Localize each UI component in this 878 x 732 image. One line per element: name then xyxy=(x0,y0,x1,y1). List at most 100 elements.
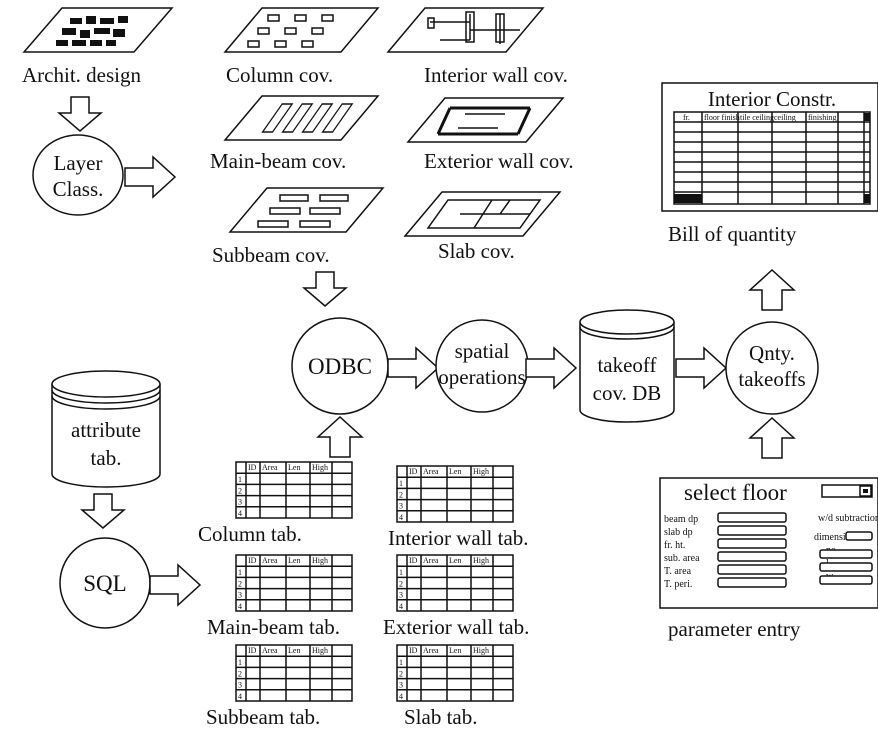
table-row-number: 1 xyxy=(238,658,242,667)
qnty-takeoffs-node: Qnty. takeoffs xyxy=(725,321,819,415)
table-header-cell: High xyxy=(473,467,489,476)
sql-node: SQL xyxy=(59,537,151,629)
table-header-cell: Len xyxy=(449,646,461,655)
spatial-line2: operations xyxy=(438,365,525,389)
floor-select-box[interactable] xyxy=(821,484,873,498)
slab-cov-label: Slab cov. xyxy=(438,239,515,263)
archit-design-label: Archit. design xyxy=(22,63,141,87)
table-row-number: 3 xyxy=(399,591,403,600)
main-beam-cov-label: Main-beam cov. xyxy=(210,149,346,173)
table-header-cell: Len xyxy=(288,556,300,565)
takeoff-db-line1: takeoff xyxy=(597,353,656,377)
param-input[interactable] xyxy=(717,551,787,562)
table-row-number: 3 xyxy=(399,502,403,511)
table-header-cell: Area xyxy=(423,467,439,476)
subbeam-tab-label: Subbeam tab. xyxy=(206,705,320,727)
exterior-wall-cov-sheet xyxy=(406,97,565,143)
table-row-number: 1 xyxy=(238,568,242,577)
arrow-tables-to-odbc xyxy=(317,416,363,458)
table-row-number: 2 xyxy=(238,669,242,678)
table-header-cell: ID xyxy=(409,646,418,655)
table-header-cell: High xyxy=(312,556,328,565)
interior-wall-cov-label: Interior wall cov. xyxy=(424,63,568,87)
arrow-archit-to-layer xyxy=(58,96,102,132)
param-input[interactable] xyxy=(717,564,787,575)
table-header-cell: ID xyxy=(248,556,257,565)
wd-param-input[interactable] xyxy=(845,531,873,541)
subbeam-cov-sheet xyxy=(228,187,385,233)
arrow-spatial-to-takeoff xyxy=(525,347,577,389)
bill-header-fr: fr. xyxy=(683,113,690,122)
sql-label: SQL xyxy=(83,571,126,596)
table-row-number: 4 xyxy=(238,509,242,518)
table-row-number: 4 xyxy=(399,692,403,701)
table-header-cell: Len xyxy=(288,463,300,472)
spatial-operations-node: spatial operations xyxy=(435,319,529,413)
bill-header-floor-finish: floor finish xyxy=(704,113,740,122)
table-row-number: 1 xyxy=(399,568,403,577)
table-row-number: 2 xyxy=(399,490,403,499)
main-beam-tab-label: Main-beam tab. xyxy=(207,615,340,639)
qnty-line1: Qnty. xyxy=(749,341,795,365)
arrow-attribute-to-sql xyxy=(81,493,125,529)
attribute-tab-line2: tab. xyxy=(91,446,122,470)
table-row-number: 2 xyxy=(399,669,403,678)
table-header-cell: Area xyxy=(262,463,278,472)
arrow-params-to-qnty xyxy=(749,417,795,459)
main-beam-cov-sheet xyxy=(223,95,380,141)
param-label: sub. area xyxy=(664,553,700,564)
table-row-number: 3 xyxy=(238,591,242,600)
arrow-odbc-to-spatial xyxy=(387,347,439,389)
parameter-entry-caption: parameter entry xyxy=(668,617,801,641)
param-label: slab dp xyxy=(664,527,693,538)
table-header-cell: High xyxy=(312,463,328,472)
odbc-node: ODBC xyxy=(291,317,389,415)
table-header-cell: ID xyxy=(248,646,257,655)
bill-caption: Bill of quantity xyxy=(668,222,797,246)
arrow-takeoff-to-qnty xyxy=(675,347,727,389)
interior-wall-tab-label: Interior wall tab. xyxy=(388,526,529,550)
arrow-layer-to-coverages xyxy=(124,156,176,198)
wd-param-input[interactable] xyxy=(819,549,873,559)
column-cov-sheet xyxy=(223,7,380,53)
archit-design-sheet xyxy=(22,7,174,53)
table-header-cell: Area xyxy=(423,556,439,565)
param-label: fr. ht. xyxy=(664,540,685,551)
param-label: T. peri. xyxy=(664,579,692,590)
table-header-cell: Len xyxy=(449,556,461,565)
table-header-cell: ID xyxy=(409,467,418,476)
bill-header-ceiling: ceiling xyxy=(774,113,796,122)
bill-title: Interior Constr. xyxy=(708,87,836,111)
param-input[interactable] xyxy=(717,538,787,549)
table-header-cell: Area xyxy=(262,556,278,565)
table-header-cell: Len xyxy=(288,646,300,655)
table-header-cell: ID xyxy=(409,556,418,565)
table-row-number: 2 xyxy=(238,579,242,588)
param-input[interactable] xyxy=(717,525,787,536)
table-row-number: 4 xyxy=(238,692,242,701)
table-header-cell: Area xyxy=(262,646,278,655)
wd-param-input[interactable] xyxy=(819,562,873,572)
main-beam-tab-grid: ID Area Len High 1 2 3 4 xyxy=(235,554,353,612)
wd-param-input[interactable] xyxy=(819,575,873,585)
table-header-cell: High xyxy=(312,646,328,655)
table-row-number: 4 xyxy=(399,602,403,611)
interior-wall-cov-sheet xyxy=(386,7,545,53)
wd-param-label: dimension xyxy=(814,532,856,543)
attribute-tab-line1: attribute xyxy=(71,418,141,442)
column-tab-label: Column tab. xyxy=(198,522,302,546)
bill-grid: fr. floor finish tile ceiling ceiling fi… xyxy=(673,111,871,205)
table-row-number: 4 xyxy=(238,602,242,611)
arrow-coverages-to-odbc xyxy=(303,271,347,307)
param-input[interactable] xyxy=(717,512,787,523)
exterior-wall-tab-label: Exterior wall tab. xyxy=(383,615,529,639)
takeoff-db-cylinder: takeoff cov. DB xyxy=(579,309,675,423)
table-row-number: 1 xyxy=(399,479,403,488)
param-input[interactable] xyxy=(717,577,787,588)
table-header-cell: High xyxy=(473,646,489,655)
table-row-number: 3 xyxy=(399,681,403,690)
